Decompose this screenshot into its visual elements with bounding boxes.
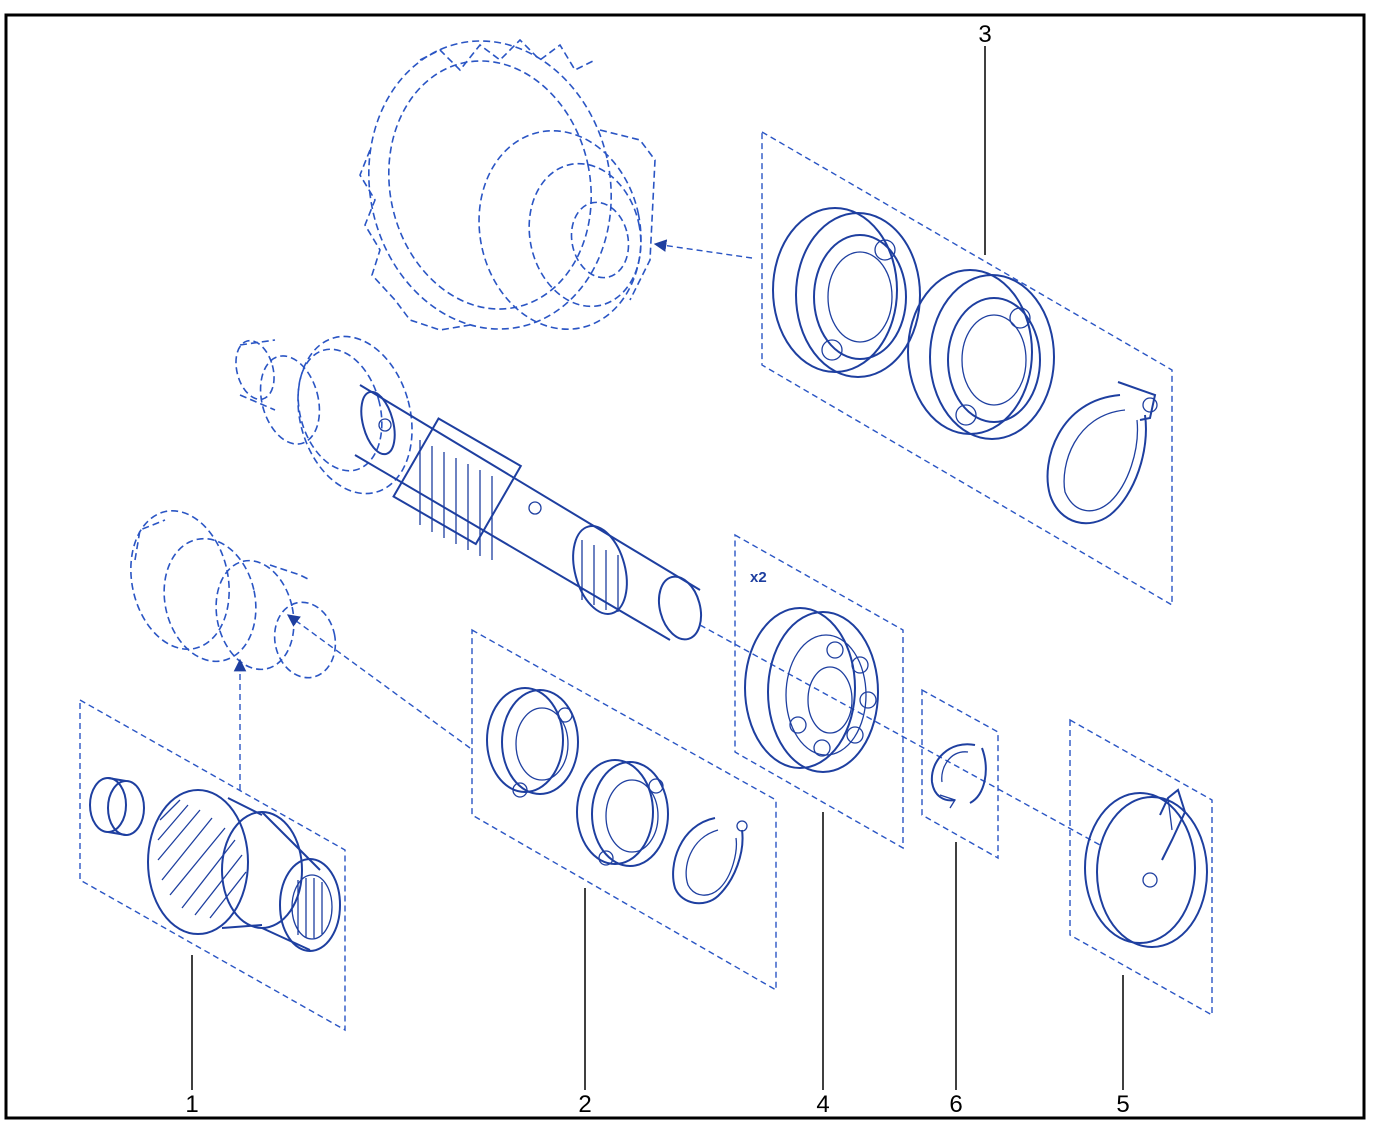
border xyxy=(4,13,1366,1120)
part-group-4: x2 xyxy=(734,533,904,850)
part-group-6 xyxy=(921,688,999,860)
shaft-axis-line xyxy=(699,624,1101,846)
ghost-small-gear xyxy=(130,510,337,679)
part-group-5 xyxy=(1069,718,1213,1017)
ghost-large-gear xyxy=(359,38,656,331)
arrow-to-small-gear-left xyxy=(286,614,471,749)
callout-6: 6 xyxy=(949,1091,962,1118)
part-group-3 xyxy=(761,130,1173,607)
callout-4: 4 xyxy=(816,1091,829,1118)
arrow-to-large-gear xyxy=(653,239,753,259)
callout-1: 1 xyxy=(185,1091,198,1118)
part-group-1 xyxy=(79,698,346,1032)
callout-3: 3 xyxy=(978,21,991,48)
main-shaft xyxy=(235,335,703,641)
quantity-note: x2 xyxy=(750,569,767,586)
callout-2: 2 xyxy=(578,1091,591,1118)
part-group-2 xyxy=(471,628,777,992)
callout-5: 5 xyxy=(1116,1091,1129,1118)
